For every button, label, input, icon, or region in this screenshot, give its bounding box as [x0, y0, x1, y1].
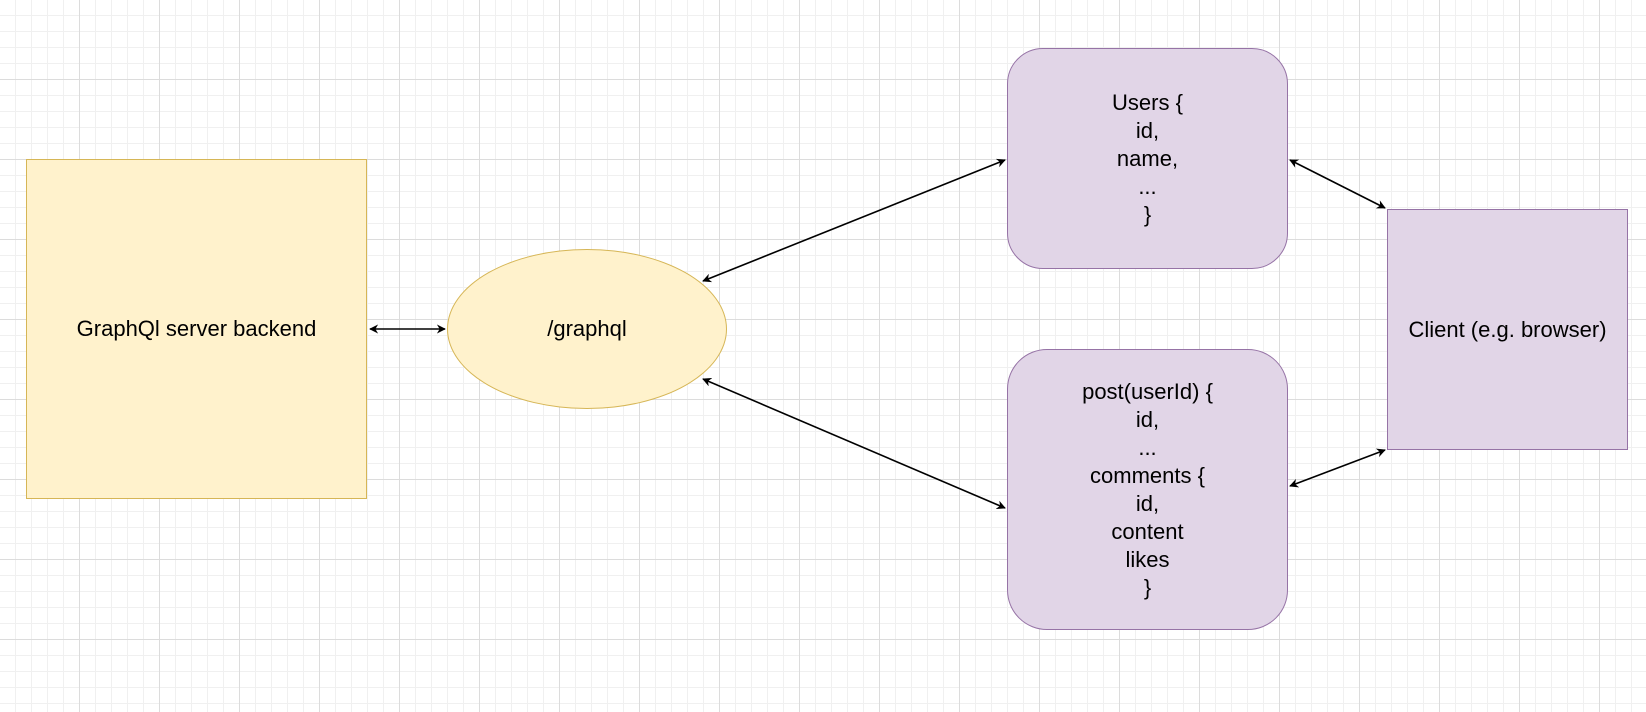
post-query-label: post(userId) { id, ... comments { id, co…: [1082, 378, 1213, 600]
edge-users-client[interactable]: [1289, 159, 1386, 209]
graphql-endpoint-label: /graphql: [547, 316, 627, 341]
edge-endpoint-post[interactable]: [702, 378, 1006, 509]
post-query-node[interactable]: post(userId) { id, ... comments { id, co…: [1007, 349, 1288, 630]
client-browser-label: Client (e.g. browser): [1408, 316, 1607, 342]
graphql-server-backend-label: GraphQl server backend: [76, 316, 317, 341]
users-query-node[interactable]: Users { id, name, ... }: [1007, 48, 1288, 269]
graphql-server-backend-node[interactable]: GraphQl server backend: [26, 159, 367, 499]
graphql-endpoint-node[interactable]: /graphql: [447, 249, 727, 409]
edge-post-client[interactable]: [1289, 448, 1386, 488]
client-browser-node[interactable]: Client (e.g. browser): [1387, 209, 1628, 450]
users-query-label: Users { id, name, ... }: [1112, 89, 1183, 227]
edge-endpoint-users[interactable]: [702, 158, 1006, 283]
